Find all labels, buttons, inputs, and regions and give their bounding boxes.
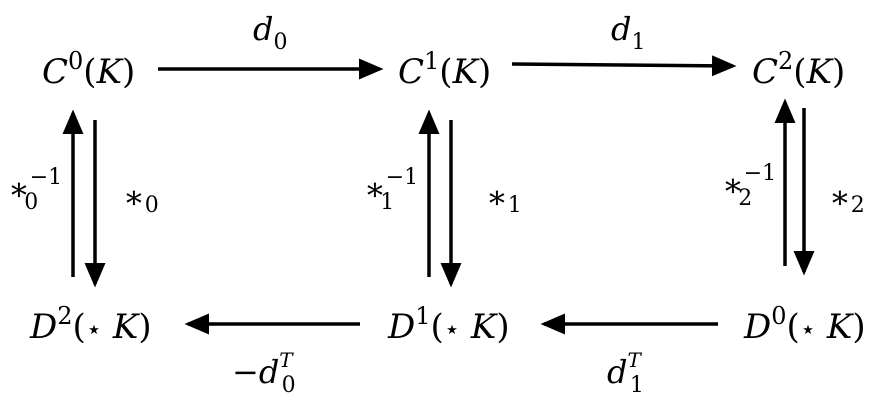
node-d0: D0(⋆ K) [743,302,866,347]
node-d1: D1(⋆ K) [387,302,510,347]
label-d1: d1 [611,10,645,55]
label-star2: ∗2 [829,178,865,218]
node-c0: C0(K) [42,47,135,92]
node-c2: C2(K) [752,47,845,92]
arrow-d1 [511,55,737,77]
node-c1: C1(K) [398,47,491,92]
label-star0: ∗0 [123,178,159,218]
node-d2: D2(⋆ K) [29,302,152,347]
label-star1: ∗1 [486,178,522,218]
label-d0: d0 [253,10,287,55]
